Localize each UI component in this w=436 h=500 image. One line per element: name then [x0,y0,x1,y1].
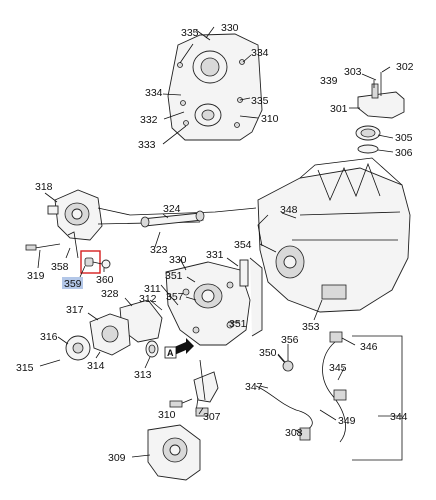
label-330: 330 [221,22,239,34]
label-319: 319 [27,270,45,282]
oil-pressure-fitting [84,257,103,267]
label-359: 359 [64,278,82,290]
label-310b: 310 [158,409,176,421]
label-306: 306 [395,147,413,159]
label-349: 349 [338,415,356,427]
label-339: 339 [320,75,338,87]
label-348: 348 [280,204,298,216]
label-335b: 335 [251,95,269,107]
label-301: 301 [330,103,348,115]
label-346: 346 [360,341,378,353]
label-358: 358 [51,261,69,273]
connecting-tube [140,210,205,228]
label-360: 360 [96,274,114,286]
label-332: 332 [140,114,158,126]
label-324: 324 [163,203,181,215]
label-350: 350 [259,347,277,359]
label-302: 302 [396,61,414,73]
label-318: 318 [35,181,53,193]
label-311: 311 [144,283,161,295]
label-357: 357 [166,291,184,303]
pulley [65,335,91,361]
label-330b: 330 [169,254,187,266]
label-323: 323 [150,244,168,256]
label-310a: 310 [261,113,279,125]
label-344: 344 [390,411,408,423]
label-356: 356 [281,334,299,346]
knock-sensor [277,344,294,372]
oil-pump-assembly [47,189,103,241]
label-307: 307 [203,411,221,423]
label-353: 353 [302,321,320,333]
label-308: 308 [285,427,303,439]
label-314: 314 [87,360,105,372]
label-347: 347 [245,381,263,393]
view-arrow-label: A [167,348,174,358]
front-cover-assembly [167,29,263,141]
label-312: 312 [139,293,157,305]
view-arrow [164,338,194,359]
label-345: 345 [329,362,347,374]
highlight-frame [80,250,101,274]
timing-cover-housing [165,257,263,346]
label-316: 316 [40,331,58,343]
label-333: 333 [138,139,156,151]
label-351a: 351 [165,270,183,282]
label-303: 303 [344,66,362,78]
front-cover-lower [147,424,201,481]
label-354: 354 [234,239,252,251]
water-pump [89,313,131,356]
label-334b: 334 [145,87,163,99]
engine-block [257,157,411,313]
callout-labels: 330 335 334 334 335 332 310 333 302 303 … [16,22,414,464]
label-331: 331 [206,249,224,261]
sensor-harness [255,331,347,443]
label-305: 305 [395,132,413,144]
label-334a: 334 [251,47,269,59]
sensor-bracket [193,371,219,417]
label-328: 328 [101,288,119,300]
label-335a: 335 [181,27,199,39]
label-313: 313 [134,369,152,381]
label-317: 317 [66,304,84,316]
crank-seal [145,340,159,358]
label-351b: 351 [229,318,247,330]
highlight-label-bg [62,277,83,289]
thermostat-housing-assembly [355,72,405,154]
label-315: 315 [16,362,34,374]
label-309: 309 [108,452,126,464]
